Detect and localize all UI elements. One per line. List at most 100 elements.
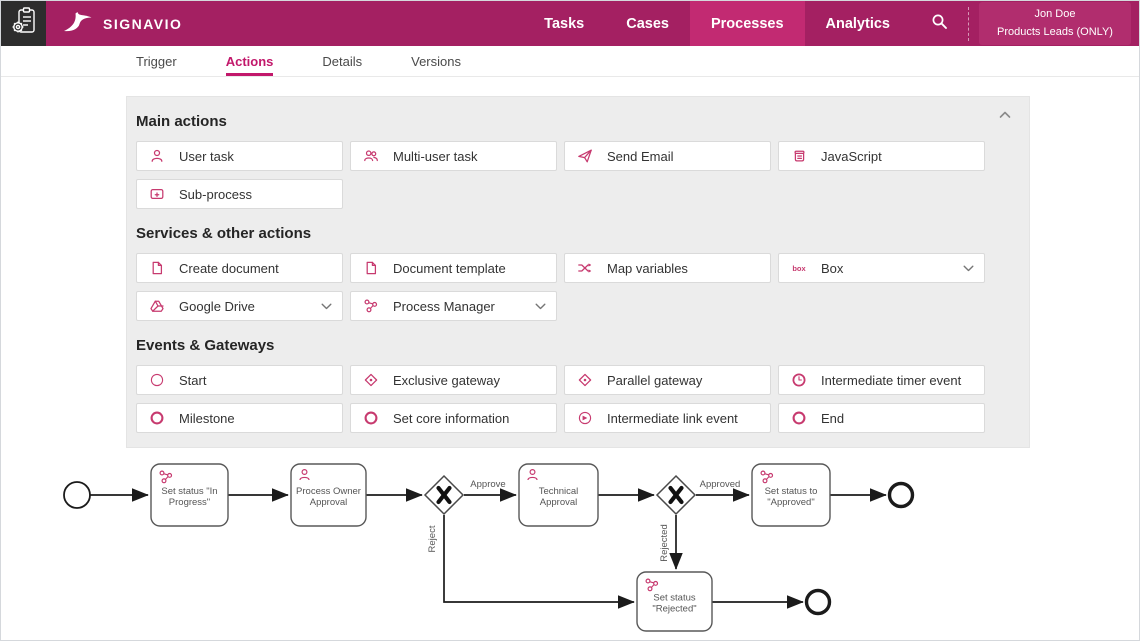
task-label: Set status <box>653 593 695 604</box>
process-task-icon <box>760 470 774 484</box>
springbok-icon <box>62 8 94 39</box>
task-label: "Approved" <box>767 497 814 508</box>
sub-process-icon <box>149 186 165 202</box>
action-box[interactable]: box Box <box>778 253 985 283</box>
chevron-down-icon[interactable] <box>535 303 546 310</box>
section-title-events-gateways: Events & Gateways <box>136 337 275 354</box>
action-label: Intermediate link event <box>607 410 738 426</box>
action-label: Set core information <box>393 410 510 426</box>
action-row: Sub-process <box>136 179 1019 209</box>
action-google-drive[interactable]: Google Drive <box>136 291 343 321</box>
chevron-up-icon <box>999 106 1011 123</box>
action-multi-user-task[interactable]: Multi-user task <box>350 141 557 171</box>
tab-trigger[interactable]: Trigger <box>136 53 177 69</box>
action-map-variables[interactable]: Map variables <box>564 253 771 283</box>
action-label: JavaScript <box>821 148 882 164</box>
task-label: Technical <box>539 486 579 497</box>
task-label: Approval <box>540 497 578 508</box>
tab-bar: Trigger Actions Details Versions <box>1 46 1139 77</box>
action-intermediate-timer-event[interactable]: Intermediate timer event <box>778 365 985 395</box>
bpmn-task-set-status-rejected[interactable]: Set status "Rejected" <box>636 571 713 632</box>
gateway-icon <box>577 372 593 388</box>
header-divider <box>968 6 969 41</box>
search-button[interactable] <box>911 1 968 46</box>
action-row: Google Drive Process Manager <box>136 291 1019 321</box>
circle-thick-icon <box>363 410 379 426</box>
user-name: Jon Doe <box>1034 8 1076 21</box>
tab-actions[interactable]: Actions <box>225 46 274 76</box>
box-logo-icon: box <box>791 260 807 276</box>
action-send-email[interactable]: Send Email <box>564 141 771 171</box>
end-event-approved[interactable] <box>887 481 915 509</box>
action-milestone[interactable]: Milestone <box>136 403 343 433</box>
action-label: Google Drive <box>179 298 255 314</box>
section-title-main-actions: Main actions <box>136 113 227 130</box>
search-icon <box>931 13 948 35</box>
gateway-x-marker <box>668 485 684 505</box>
exclusive-gateway[interactable] <box>655 474 697 516</box>
app-switcher-button[interactable] <box>1 1 46 46</box>
bpmn-task-process-owner-approval[interactable]: Process Owner Approval <box>290 463 367 527</box>
action-end[interactable]: End <box>778 403 985 433</box>
tab-versions[interactable]: Versions <box>411 53 461 69</box>
action-exclusive-gateway[interactable]: Exclusive gateway <box>350 365 557 395</box>
action-label: Sub-process <box>179 186 252 202</box>
action-label: Start <box>179 372 207 388</box>
top-bar: SIGNAVIO Tasks Cases Processes Analytics Jo… <box>1 1 1139 46</box>
end-event-rejected[interactable] <box>804 588 832 616</box>
gateway-icon <box>363 372 379 388</box>
action-label: Box <box>821 260 844 276</box>
action-sub-process[interactable]: Sub-process <box>136 179 343 209</box>
action-parallel-gateway[interactable]: Parallel gateway <box>564 365 771 395</box>
user-role: Products Leads (ONLY) <box>997 25 1113 38</box>
bpmn-task-technical-approval[interactable]: Technical Approval <box>518 463 599 527</box>
action-process-manager[interactable]: Process Manager <box>350 291 557 321</box>
process-task-icon <box>159 470 173 484</box>
nav-tasks[interactable]: Tasks <box>544 15 585 32</box>
action-create-document[interactable]: Create document <box>136 253 343 283</box>
start-event[interactable] <box>63 481 91 509</box>
document-icon <box>149 260 165 276</box>
tab-details[interactable]: Details <box>322 53 363 69</box>
brand-name: SIGNAVIO <box>103 15 183 32</box>
action-document-template[interactable]: Document template <box>350 253 557 283</box>
sequence-flow[interactable] <box>443 515 635 609</box>
circle-thick-icon <box>149 410 165 426</box>
action-start[interactable]: Start <box>136 365 343 395</box>
action-user-task[interactable]: User task <box>136 141 343 171</box>
map-variables-icon <box>577 260 593 276</box>
multi-user-icon <box>363 148 379 164</box>
event-start-icon <box>149 372 165 388</box>
action-label: Exclusive gateway <box>393 372 500 388</box>
collapse-panel-button[interactable] <box>999 111 1011 119</box>
chevron-down-icon[interactable] <box>963 265 974 272</box>
action-label: End <box>821 410 845 426</box>
gateway-x-marker <box>436 485 452 505</box>
action-set-core-information[interactable]: Set core information <box>350 403 557 433</box>
task-label: "Rejected" <box>652 604 696 615</box>
task-label: Progress" <box>169 497 210 508</box>
flow-label: Rejected <box>659 524 670 562</box>
process-manager-icon <box>363 298 379 314</box>
section-title-services-other-actions: Services & other actions <box>136 225 312 242</box>
signavio-logo[interactable]: SIGNAVIO <box>62 1 182 46</box>
javascript-icon <box>791 148 807 164</box>
primary-nav: Tasks Cases Processes Analytics <box>523 1 911 46</box>
task-label: Process Owner <box>296 486 361 497</box>
action-label: Create document <box>179 260 279 276</box>
nav-analytics[interactable]: Analytics <box>825 15 890 32</box>
nav-processes[interactable]: Processes <box>689 1 805 46</box>
chevron-down-icon[interactable] <box>321 303 332 310</box>
bpmn-task-set-status-in-progress[interactable]: Set status "In Progress" <box>150 463 229 527</box>
nav-cases[interactable]: Cases <box>626 15 669 32</box>
action-intermediate-link-event[interactable]: Intermediate link event <box>564 403 771 433</box>
bpmn-task-set-status-to-approved[interactable]: Set status to "Approved" <box>751 463 831 527</box>
user-task-icon <box>527 468 538 481</box>
exclusive-gateway[interactable] <box>423 474 465 516</box>
user-menu[interactable]: Jon Doe Products Leads (ONLY) <box>979 2 1131 45</box>
action-javascript[interactable]: JavaScript <box>778 141 985 171</box>
